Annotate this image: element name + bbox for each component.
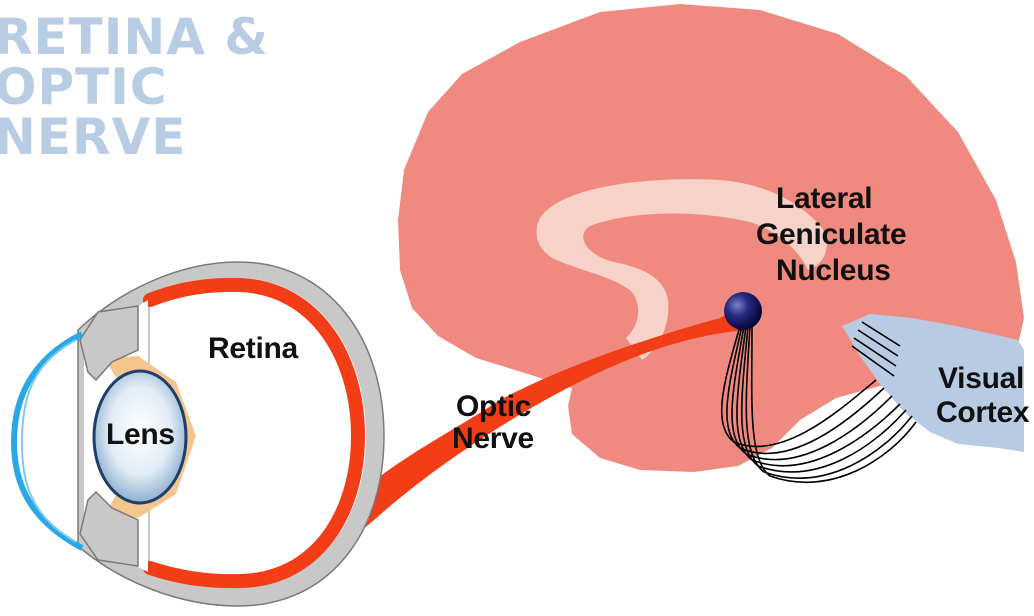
cornea-inner (22, 340, 76, 542)
title-line-2: OPTIC (0, 62, 168, 112)
lgn-label-line-2: Geniculate (756, 220, 906, 250)
visual-cortex-label-line-2: Cortex (936, 398, 1029, 428)
title-line-1: RETINA & (0, 12, 269, 62)
lens-label: Lens (106, 420, 175, 450)
optic-nerve-label-line-1: Optic (456, 392, 531, 422)
lgn-label-line-1: Lateral (776, 184, 872, 214)
lgn-label-line-3: Nucleus (776, 256, 891, 286)
optic-nerve-label-line-2: Nerve (452, 424, 534, 454)
title-line-3: NERVE (0, 112, 186, 162)
visual-cortex-label-line-1: Visual (938, 364, 1024, 394)
lateral-geniculate-nucleus-icon (724, 292, 762, 330)
retina-label: Retina (208, 334, 298, 364)
cornea (14, 334, 82, 548)
